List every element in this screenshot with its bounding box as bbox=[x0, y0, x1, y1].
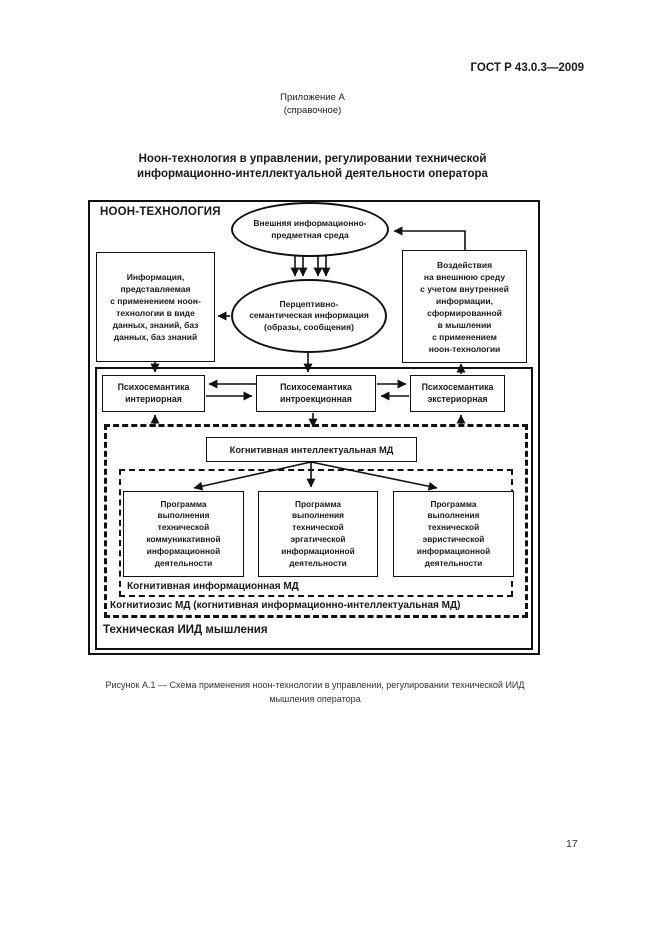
technical-iid-frame bbox=[95, 367, 533, 650]
node-psychosemantics-exterior: Психосемантика экстериорная bbox=[410, 375, 505, 412]
section-title: Ноон-технология в управлении, регулирова… bbox=[137, 153, 488, 180]
node-program-communicative: Программа выполнения технической коммуни… bbox=[123, 491, 244, 577]
standard-number: ГОСТ Р 43.0.3—2009 bbox=[470, 62, 584, 74]
label-cognitive-information-md: Когнитивная информационная МД bbox=[127, 581, 299, 592]
node-program-ergatic: Программа выполнения технической эргатич… bbox=[258, 491, 378, 577]
node-psychosemantics-introjection: Психосемантика интроекционная bbox=[256, 375, 376, 412]
label-cognitiosis-md: Когнитиозис МД (когнитивная информационн… bbox=[110, 600, 461, 611]
appendix-subtitle: (справочное) bbox=[283, 105, 342, 116]
diagram-title-label: НООН-ТЕХНОЛОГИЯ bbox=[100, 206, 221, 218]
node-program-heuristic: Программа выполнения технической эвристи… bbox=[393, 491, 514, 577]
node-environment-impact: Воздействия на внешнюю среду с учетом вн… bbox=[402, 250, 527, 363]
node-cognitive-intellectual-md: Когнитивная интеллектуальная МД bbox=[206, 437, 417, 462]
diagram-outer-frame bbox=[88, 200, 540, 655]
figure-caption: Рисунок А.1 — Схема применения ноон-техн… bbox=[105, 680, 525, 704]
appendix-title: Приложение А bbox=[280, 92, 345, 103]
node-information-noon: Информация, представляемая с применением… bbox=[96, 252, 215, 362]
node-external-environment: Внешняя информационно- предметная среда bbox=[231, 202, 389, 257]
page-number: 17 bbox=[566, 838, 578, 850]
node-perceptive-semantic-info: Перцептивно- семантическая информация (о… bbox=[231, 279, 387, 353]
label-technical-iid: Техническая ИИД мышления bbox=[103, 624, 268, 636]
node-psychosemantics-interior: Психосемантика интериорная bbox=[102, 375, 205, 412]
